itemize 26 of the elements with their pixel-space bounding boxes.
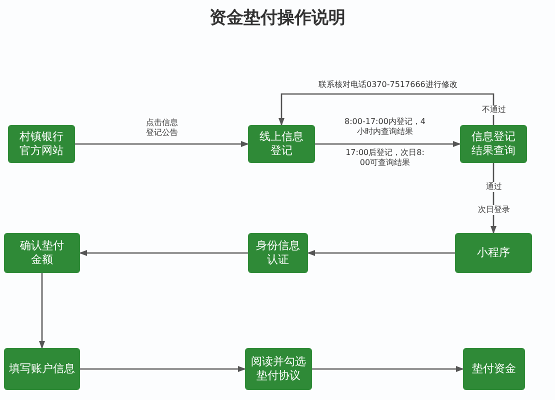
edge-label: 点击信息登记公告 [145, 118, 179, 138]
edge-label: 联系核对电话0370-7517666进行修改 [318, 80, 458, 90]
process-box: 确认垫付金额 [4, 233, 80, 273]
edge-label: 8:00-17:00内登记，4小时内查询结果 [344, 117, 426, 137]
diagram-title: 资金垫付操作说明 [208, 7, 346, 29]
process-box: 村镇银行官方网站 [8, 125, 75, 163]
arrow [79, 250, 248, 256]
arrow [312, 366, 464, 372]
arrow [80, 366, 246, 372]
process-box: 线上信息登记 [248, 125, 315, 163]
process-box: 阅读并勾选垫付协议 [245, 348, 312, 390]
arrow [278, 93, 494, 126]
arrow [490, 163, 496, 234]
edge-label: 通过 [486, 182, 502, 192]
note-text: 不通过 [482, 105, 506, 115]
arrow [307, 250, 455, 256]
note-text: 17:00后登记，次日8:00可查询结果 [344, 148, 426, 168]
process-box: 填写账户信息 [4, 348, 80, 390]
note-text: 次日登录 [478, 205, 510, 215]
arrow [39, 273, 45, 349]
process-box: 身份信息认证 [248, 233, 308, 273]
arrow [75, 141, 249, 147]
arrow [315, 141, 461, 147]
process-box: 信息登记结果查询 [460, 125, 527, 163]
process-box: 垫付资金 [463, 348, 525, 390]
process-box: 小程序 [455, 233, 532, 273]
